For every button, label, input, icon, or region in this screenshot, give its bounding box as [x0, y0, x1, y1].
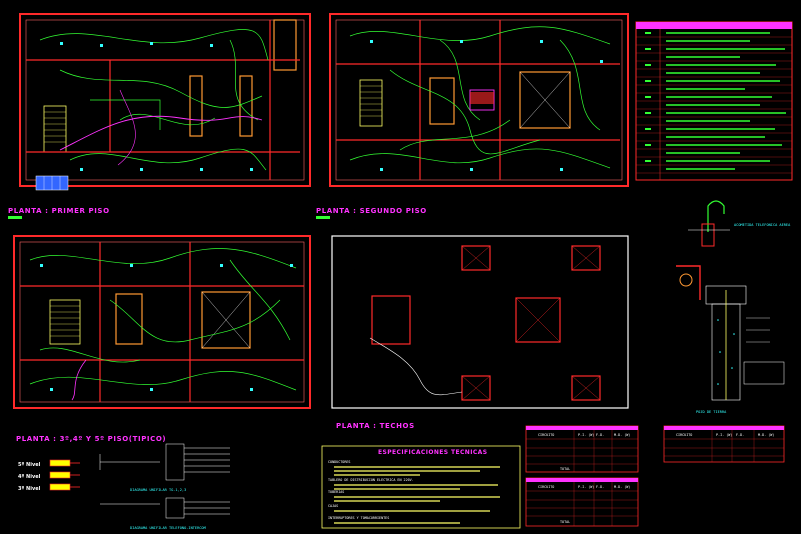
- plan-tipico: PLANTA : 3º,4º Y 5º PISO(TIPICO): [13, 235, 311, 443]
- t2-h2: F.D.: [596, 485, 604, 489]
- detail-pozo-tierra: POZO DE TIERRA: [676, 265, 785, 414]
- title-tipico: PLANTA : 3º,4º Y 5º PISO(TIPICO): [16, 435, 166, 443]
- specs-box: ESPECIFICACIONES TECNICAS CONDUCTORES TA…: [321, 445, 521, 529]
- spec-item-4: CAJAS: [328, 504, 338, 508]
- detail-acometida: ACOMETIDA TELEFONICA AEREA: [688, 200, 791, 247]
- plan-primer-piso: PLANTA : PRIMER PISO: [8, 13, 311, 219]
- diagram-1-label: DIAGRAMA UNIFILAR TG-1,2,3: [130, 488, 186, 492]
- t1-h2: F.D.: [596, 433, 604, 437]
- t2-h0: CIRCUITO: [538, 485, 554, 489]
- t1-h3: M.D. (W): [614, 433, 630, 437]
- floor-level-3: 3º Nivel: [18, 486, 41, 492]
- t1-total: TOTAL: [560, 467, 570, 471]
- pozo-label: POZO DE TIERRA: [696, 410, 727, 414]
- t3-h1: P.I. (W): [716, 433, 732, 437]
- diagram-unifilar-2: DIAGRAMA UNIFILAR TELEFONO-INTERCOM: [100, 497, 230, 530]
- specs-title: ESPECIFICACIONES TECNICAS: [378, 449, 487, 456]
- floor-level-4: 4º Nivel: [18, 474, 41, 480]
- legend-table: [635, 21, 793, 181]
- diagram-unifilar-1: DIAGRAMA UNIFILAR TG-1,2,3: [99, 443, 230, 492]
- acometida-label: ACOMETIDA TELEFONICA AEREA: [734, 223, 791, 227]
- title-segundo-piso: PLANTA : SEGUNDO PISO: [316, 207, 427, 215]
- plan-segundo-piso: PLANTA : SEGUNDO PISO: [316, 13, 629, 219]
- load-table-1: CIRCUITO P.I. (W) F.D. M.D. (W) TOTAL: [525, 425, 639, 473]
- spec-item-3: TUBERIAS: [328, 490, 344, 494]
- floor-levels: 5º Nivel 4º Nivel 3º Nivel: [18, 459, 80, 492]
- t2-total: TOTAL: [560, 520, 570, 524]
- t3-h3: M.D. (W): [758, 433, 774, 437]
- diagram-2-label: DIAGRAMA UNIFILAR TELEFONO-INTERCOM: [130, 526, 207, 530]
- t1-h1: P.I. (W): [578, 433, 594, 437]
- plan-techos: PLANTA : TECHOS: [331, 235, 629, 430]
- title-primer-piso: PLANTA : PRIMER PISO: [8, 207, 110, 215]
- floor-level-5: 5º Nivel: [18, 462, 41, 468]
- load-table-2: CIRCUITO P.I. (W) F.D. M.D. (W) TOTAL: [525, 477, 639, 527]
- t3-h2: F.D.: [736, 433, 744, 437]
- t2-h3: M.D. (W): [614, 485, 630, 489]
- t1-h0: CIRCUITO: [538, 433, 554, 437]
- load-table-3: CIRCUITO P.I. (W) F.D. M.D. (W): [663, 425, 785, 463]
- spec-item-2: TABLERO DE DISTRIBUCION ELECTRICA EN 220…: [328, 478, 414, 482]
- t3-h0: CIRCUITO: [676, 433, 692, 437]
- t2-h1: P.I. (W): [578, 485, 594, 489]
- spec-item-1: CONDUCTORES: [328, 460, 350, 464]
- spec-item-5: INTERRUPTORES Y TOMACORRIENTES: [328, 516, 389, 520]
- title-techos: PLANTA : TECHOS: [336, 422, 415, 430]
